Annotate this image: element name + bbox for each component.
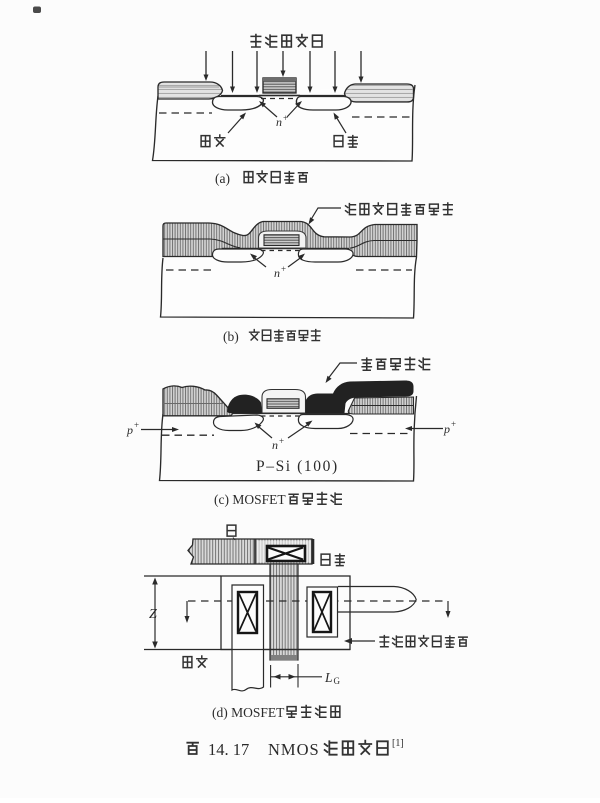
svg-text:(a): (a) — [215, 171, 230, 186]
svg-text:n: n — [274, 266, 280, 280]
svg-text:NMOS: NMOS — [268, 740, 320, 759]
svg-text:L: L — [324, 670, 333, 685]
svg-text:p: p — [443, 422, 450, 436]
svg-text:G: G — [334, 676, 341, 686]
svg-text:+: + — [281, 264, 286, 274]
svg-text:14. 17: 14. 17 — [208, 740, 249, 759]
svg-text:n: n — [272, 438, 278, 452]
svg-text:+: + — [279, 436, 284, 446]
svg-text:Z: Z — [149, 607, 157, 622]
svg-text:(b): (b) — [223, 329, 239, 344]
svg-text:+: + — [451, 419, 456, 429]
svg-text:n: n — [276, 115, 282, 129]
svg-text:P–Si (100): P–Si (100) — [256, 458, 339, 475]
svg-text:p: p — [126, 423, 133, 437]
svg-text:+: + — [134, 420, 139, 430]
svg-text:[1]: [1] — [392, 738, 404, 749]
svg-text:(c) MOSFET: (c) MOSFET — [214, 492, 286, 507]
svg-text:(d) MOSFET: (d) MOSFET — [212, 705, 285, 720]
svg-text:+: + — [283, 113, 288, 123]
